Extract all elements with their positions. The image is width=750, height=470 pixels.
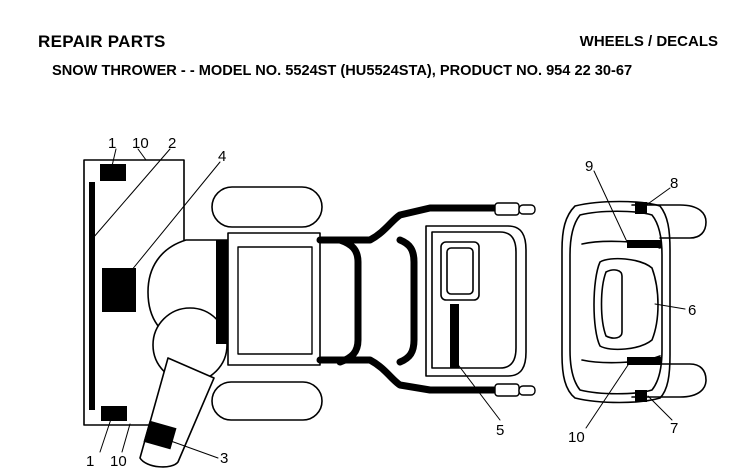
decal-strip: [89, 182, 95, 410]
decal-1-top: [100, 164, 126, 181]
handle-frame: [316, 204, 499, 394]
frame-bar: [216, 240, 228, 344]
wheel-top: [211, 186, 323, 228]
callout-5: 5: [496, 422, 504, 439]
callout-7: 7: [670, 420, 678, 437]
engine-panel: [237, 246, 313, 355]
callout-10-right: 10: [568, 429, 585, 446]
model-line: SNOW THROWER - - MODEL NO. 5524ST (HU552…: [52, 63, 633, 79]
callout-3: 3: [220, 450, 228, 467]
callout-labels: 1 10 2 4 1 10 3 5 9 8 6 10 7: [86, 135, 696, 470]
decal-3: [143, 420, 177, 450]
callout-2: 2: [168, 135, 176, 152]
leader-lines: [92, 148, 686, 459]
decal-8: [635, 202, 647, 214]
section-title: REPAIR PARTS: [38, 32, 166, 51]
auger-housing: [83, 159, 185, 426]
callout-6: 6: [688, 302, 696, 319]
callout-10-bottom: 10: [110, 453, 127, 470]
discharge-chute: [139, 307, 228, 468]
decal-9: [627, 240, 661, 248]
callout-10-top: 10: [132, 135, 149, 152]
decal-4: [102, 268, 136, 312]
handle-grips: [494, 202, 536, 397]
rear-view: [561, 200, 707, 404]
category-title: WHEELS / DECALS: [579, 33, 718, 50]
decal-10-right: [627, 357, 661, 365]
decal-7: [635, 390, 647, 402]
wheel-bottom: [211, 381, 323, 421]
control-panel: [425, 225, 527, 377]
callout-1-top: 1: [108, 135, 116, 152]
callout-9: 9: [585, 158, 593, 175]
decal-5: [450, 304, 459, 368]
decal-1-bottom: [101, 406, 127, 421]
callout-4: 4: [218, 148, 226, 165]
callout-1-bottom: 1: [86, 453, 94, 470]
callout-8: 8: [670, 175, 678, 192]
